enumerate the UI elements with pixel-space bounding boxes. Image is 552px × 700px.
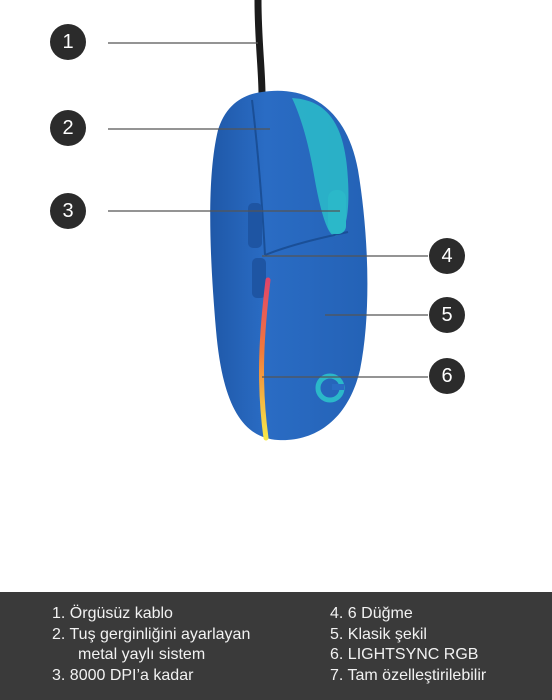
side-button-forward	[248, 203, 262, 248]
legend-item: 4. 6 Düğme	[330, 605, 413, 622]
rgb-strip	[259, 277, 271, 441]
callout-4: 4	[429, 238, 465, 274]
feature-legend: 1. Örgüsüz kablo 2. Tuş gerginliğini aya…	[0, 592, 552, 700]
button-seam	[251, 99, 266, 256]
cable	[254, 0, 266, 96]
callout-5: 5	[429, 297, 465, 333]
callout-3: 3	[50, 193, 86, 229]
callout-1: 1	[50, 24, 86, 60]
legend-column-left: 1. Örgüsüz kablo 2. Tuş gerginliğini aya…	[52, 604, 250, 686]
side-button-back	[252, 258, 266, 298]
legend-item: 3. 8000 DPI’a kadar	[52, 666, 194, 684]
mouse-illustration	[108, 0, 428, 441]
legend-item: 2. Tuş gerginliğini ayarlayan	[52, 625, 251, 643]
legend-item: 7. Tam özelleştirilebilir	[330, 666, 487, 684]
dpi-button	[328, 190, 346, 234]
callout-6: 6	[429, 358, 465, 394]
product-diagram: 1 2 3 4 5 6	[50, 0, 465, 441]
legend-column-right: 4. 6 Düğme 5. Klasik şekil 6. LIGHTSYNC …	[330, 604, 486, 686]
logo-g	[315, 373, 345, 403]
legend-item: 1. Örgüsüz kablo	[52, 605, 173, 622]
callout-2: 2	[50, 110, 86, 146]
legend-item: 6. LIGHTSYNC RGB	[330, 646, 479, 663]
legend-item: 5. Klasik şekil	[330, 625, 427, 643]
legend-item-continued: metal yaylı sistem	[78, 646, 206, 663]
